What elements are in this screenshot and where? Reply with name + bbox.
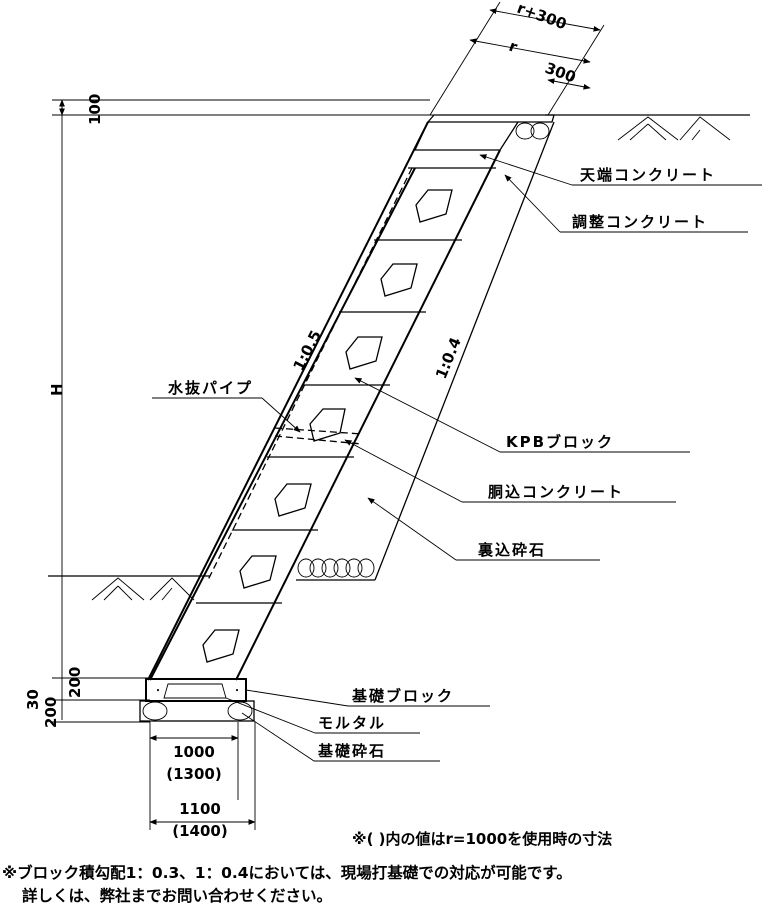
- dim-1100: 1100: [179, 800, 221, 818]
- wall-front-face: [147, 121, 501, 681]
- dim-1300: (1300): [166, 765, 221, 783]
- dim-200-lower: 200: [42, 697, 60, 728]
- dim-100: 100: [86, 94, 104, 125]
- leader-lines: [152, 154, 762, 762]
- slope-back: 1:0.4: [432, 335, 465, 382]
- label-adjust-concrete: 調整コンクリート: [572, 213, 708, 231]
- label-foundation-block: 基礎ブロック: [351, 687, 454, 705]
- svg-text:・: ・: [153, 686, 163, 697]
- label-kpb-block: KPBブロック: [506, 433, 614, 451]
- dim-1400: (1400): [172, 822, 227, 840]
- label-mortar: モルタル: [318, 714, 386, 732]
- note-line-1: ※ブロック積勾配1：0.3、1：0.4においては、現場打基礎での対応が可能です。: [2, 864, 572, 882]
- label-back-gravel: 裏込砕石: [477, 541, 546, 559]
- dimension-lines: [52, 1, 605, 830]
- note-line-2: 詳しくは、弊社までお問い合わせください。: [22, 887, 333, 905]
- dim-r-plus-300: r+300: [515, 0, 569, 33]
- dim-30: 30: [24, 689, 42, 710]
- block-openings: [202, 189, 453, 663]
- dim-1000: 1000: [173, 743, 215, 761]
- wall-back-face: [296, 121, 555, 581]
- block-joints: [196, 167, 496, 604]
- dim-H: H: [48, 383, 66, 396]
- crown-concrete: [413, 114, 555, 151]
- ground-bottom: [48, 575, 210, 601]
- note-paren-values: ※( )内の値はr=1000を使用時の寸法: [352, 830, 613, 848]
- svg-text:・: ・: [232, 686, 242, 697]
- label-crown-concrete: 天端コンクリート: [580, 166, 716, 184]
- label-drain-pipe: 水抜パイプ: [168, 379, 253, 397]
- label-fill-concrete: 胴込コンクリート: [488, 483, 624, 501]
- foundation: ・ ・: [139, 678, 255, 722]
- dim-r: r: [507, 37, 521, 57]
- label-foundation-gravel: 基礎砕石: [317, 742, 386, 760]
- back-gravel: [297, 558, 375, 578]
- dim-200-upper: 200: [66, 667, 84, 698]
- ground-top: [545, 114, 750, 141]
